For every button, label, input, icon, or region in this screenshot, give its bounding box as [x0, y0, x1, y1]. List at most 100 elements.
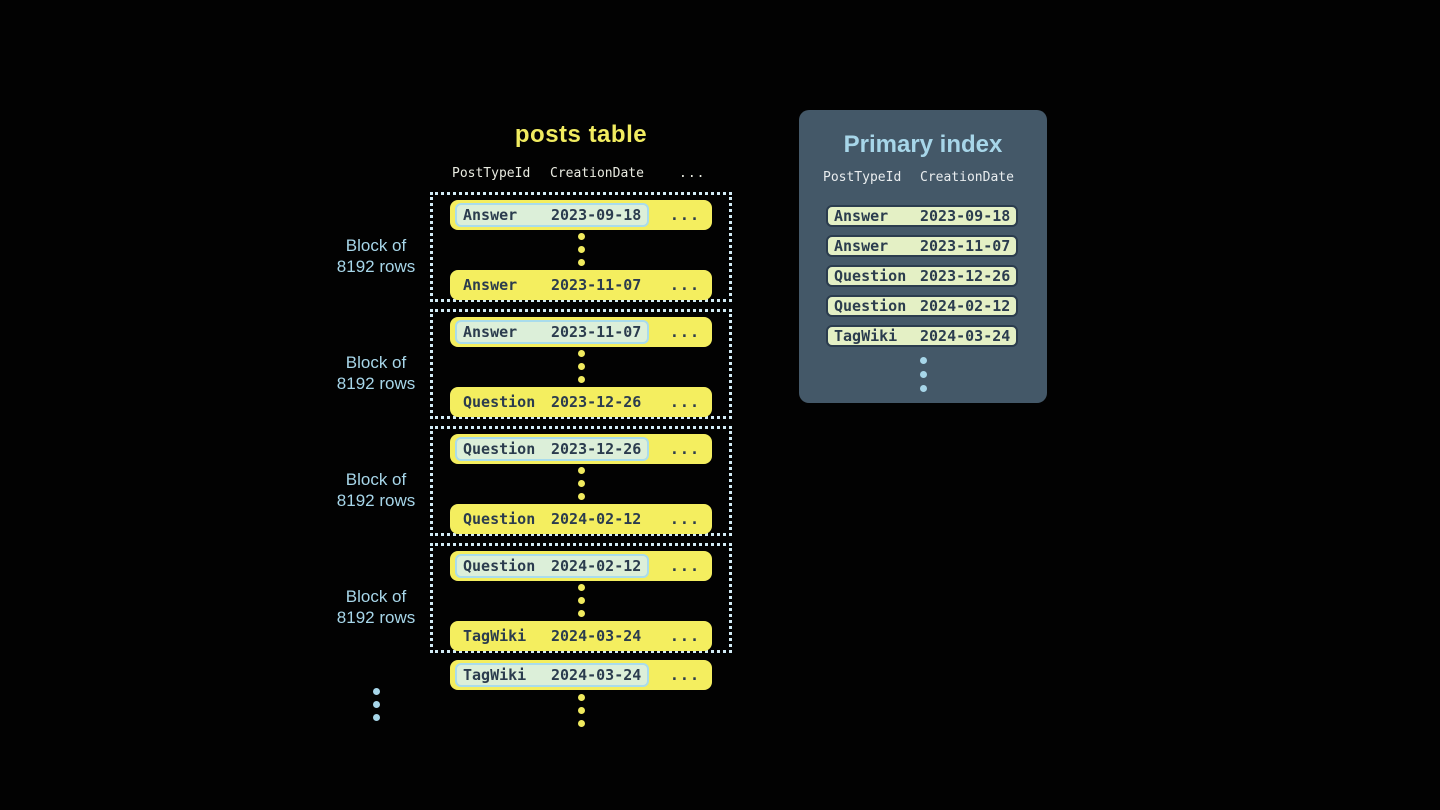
- index-row: Answer 2023-09-18: [826, 205, 1018, 227]
- block-dotted-border: Question 2024-02-12 ... TagWiki 2024-03-…: [430, 543, 732, 653]
- block-size-label: Block of 8192 rows: [310, 352, 442, 394]
- dot: [372, 714, 380, 721]
- index-row: Question 2023-12-26: [826, 265, 1018, 287]
- cell-creationdate: 2024-02-12: [920, 297, 1011, 315]
- dot: [577, 480, 585, 487]
- block-dotted-border: Answer 2023-11-07 ... Question 2023-12-2…: [430, 309, 732, 419]
- dot: [577, 246, 585, 253]
- row-ellipsis: ...: [669, 627, 700, 645]
- ellipsis-dots-vertical: [433, 584, 729, 617]
- posts-block-3: Block of 8192 rows Question 2023-12-26 .…: [310, 426, 732, 536]
- primary-index-title: Primary index: [843, 131, 1003, 158]
- posts-table-column-headers: PostTypeId CreationDate ...: [430, 166, 732, 184]
- dot: [577, 493, 585, 500]
- cell-posttypeid: Answer: [834, 207, 889, 225]
- index-row: Answer 2023-11-07: [826, 235, 1018, 257]
- table-row: Question 2023-12-26 ...: [450, 387, 712, 417]
- dot: [577, 584, 585, 591]
- cell-posttypeid: Answer: [463, 276, 518, 294]
- cell-posttypeid: Question: [463, 440, 536, 458]
- dot: [577, 610, 585, 617]
- cell-creationdate: 2023-12-26: [920, 267, 1011, 285]
- row-ellipsis: ...: [669, 510, 700, 528]
- cell-posttypeid: Answer: [463, 206, 518, 224]
- index-entry-highlight: Question 2024-02-12: [455, 554, 650, 578]
- cell-posttypeid: Question: [834, 267, 907, 285]
- index-row: Question 2024-02-12: [826, 295, 1018, 317]
- row-ellipsis: ...: [669, 276, 700, 294]
- dot: [577, 694, 585, 701]
- index-entry-highlight: Answer 2023-09-18: [455, 203, 650, 227]
- dot: [577, 707, 585, 714]
- posts-table-title: posts table: [514, 121, 648, 148]
- cell-posttypeid: Question: [463, 510, 536, 528]
- cell-creationdate: 2023-09-18: [920, 207, 1011, 225]
- cell-creationdate: 2024-03-24: [551, 627, 642, 645]
- cell-creationdate: 2023-11-07: [920, 237, 1011, 255]
- block-label-line1: Block of: [345, 587, 407, 606]
- posts-block-1: Block of 8192 rows Answer 2023-09-18 ...…: [310, 192, 732, 302]
- dot: [919, 357, 927, 364]
- table-row: Question 2024-02-12 ...: [450, 551, 712, 581]
- dot: [919, 371, 927, 378]
- cell-posttypeid: Question: [834, 297, 907, 315]
- cell-posttypeid: TagWiki: [463, 627, 527, 645]
- table-row: Answer 2023-11-07 ...: [450, 270, 712, 300]
- column-header-more: ...: [679, 166, 706, 181]
- index-row: TagWiki 2024-03-24: [826, 325, 1018, 347]
- row-ellipsis: ...: [669, 323, 700, 341]
- column-header-posttypeid: PostTypeId: [452, 166, 531, 181]
- cell-posttypeid: Question: [463, 557, 536, 575]
- column-header-creationdate: CreationDate: [550, 166, 644, 181]
- cell-posttypeid: TagWiki: [463, 666, 527, 684]
- table-row: Answer 2023-09-18 ...: [450, 200, 712, 230]
- block-label-line1: Block of: [345, 353, 407, 372]
- dot: [577, 467, 585, 474]
- cell-creationdate: 2024-03-24: [920, 327, 1011, 345]
- ellipsis-dots-vertical: [433, 467, 729, 500]
- more-index-entries-dots: [799, 357, 1047, 392]
- index-entry-highlight: TagWiki 2024-03-24: [455, 663, 650, 687]
- cell-creationdate: 2023-11-07: [551, 323, 642, 341]
- index-entry-highlight: Answer 2023-11-07: [455, 320, 650, 344]
- cell-posttypeid: Question: [463, 393, 536, 411]
- block-size-label: Block of 8192 rows: [310, 586, 442, 628]
- cell-creationdate: 2024-03-24: [551, 666, 642, 684]
- cell-posttypeid: TagWiki: [834, 327, 898, 345]
- block-dotted-border: Answer 2023-09-18 ... Answer 2023-11-07 …: [430, 192, 732, 302]
- ellipsis-dots-vertical: [433, 233, 729, 266]
- primary-index-panel: Primary index PostTypeId CreationDate An…: [799, 110, 1047, 403]
- cell-creationdate: 2023-12-26: [551, 440, 642, 458]
- table-row-overflow: TagWiki 2024-03-24 ...: [450, 660, 712, 690]
- row-ellipsis: ...: [669, 440, 700, 458]
- dot: [919, 385, 927, 392]
- column-header-posttypeid: PostTypeId: [823, 170, 902, 185]
- index-entry-highlight: Question 2023-12-26: [455, 437, 650, 461]
- dot: [577, 720, 585, 727]
- column-header-creationdate: CreationDate: [920, 170, 1014, 185]
- more-blocks-dots: [310, 688, 442, 721]
- dot: [577, 259, 585, 266]
- dot: [372, 701, 380, 708]
- table-row: Answer 2023-11-07 ...: [450, 317, 712, 347]
- table-row: Question 2024-02-12 ...: [450, 504, 712, 534]
- primary-index-column-headers: PostTypeId CreationDate: [799, 170, 1047, 186]
- dot: [577, 350, 585, 357]
- posts-block-4: Block of 8192 rows Question 2024-02-12 .…: [310, 543, 732, 653]
- block-label-line2: 8192 rows: [336, 257, 416, 276]
- row-ellipsis: ...: [669, 557, 700, 575]
- table-row: Question 2023-12-26 ...: [450, 434, 712, 464]
- block-label-line1: Block of: [345, 236, 407, 255]
- dot: [372, 688, 380, 695]
- block-label-line1: Block of: [345, 470, 407, 489]
- cell-creationdate: 2023-09-18: [551, 206, 642, 224]
- row-ellipsis: ...: [669, 666, 700, 684]
- row-ellipsis: ...: [669, 206, 700, 224]
- posts-block-2: Block of 8192 rows Answer 2023-11-07 ...…: [310, 309, 732, 419]
- block-label-line2: 8192 rows: [336, 491, 416, 510]
- row-ellipsis: ...: [669, 393, 700, 411]
- dot: [577, 376, 585, 383]
- cell-creationdate: 2023-11-07: [551, 276, 642, 294]
- cell-creationdate: 2024-02-12: [551, 557, 642, 575]
